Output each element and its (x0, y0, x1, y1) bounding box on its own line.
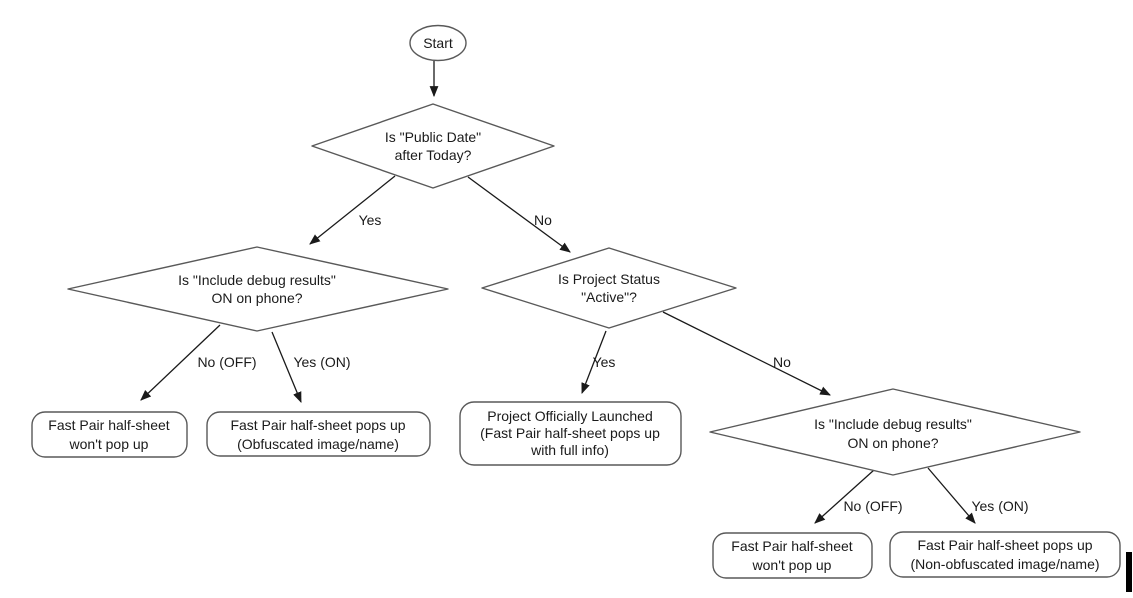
edge-label-no-off-right: No (OFF) (843, 498, 902, 514)
edge-label-no-mid: No (534, 212, 552, 228)
result-wont-pop-up-left-line2: won't pop up (69, 436, 149, 452)
result-wont-pop-up-right-line2: won't pop up (752, 557, 832, 573)
edge-debug-left-no-off: No (OFF) (140, 324, 257, 401)
result-obfuscated: Fast Pair half-sheet pops up (Obfuscated… (206, 411, 431, 457)
edge-debug-right-yes-on: Yes (ON) (927, 467, 1029, 524)
edge-label-no-off-left: No (OFF) (197, 354, 256, 370)
edge-project-status-no: No (662, 311, 831, 396)
edge-label-yes-on-right: Yes (ON) (971, 498, 1028, 514)
decision-public-date-line1: Is "Public Date" (385, 129, 481, 145)
start-label: Start (423, 35, 453, 51)
result-wont-pop-up-right-line1: Fast Pair half-sheet (731, 538, 852, 554)
decision-debug-right: Is "Include debug results" ON on phone? (709, 388, 1081, 476)
decision-project-status-line2: "Active"? (581, 289, 637, 305)
edge-label-yes-on-left: Yes (ON) (293, 354, 350, 370)
edge-debug-left-yes-on: Yes (ON) (271, 331, 351, 404)
decision-public-date-line2: after Today? (395, 147, 472, 163)
decision-debug-left-line2: ON on phone? (211, 290, 302, 306)
edge-label-yes-left: Yes (359, 212, 382, 228)
decision-debug-right-line1: Is "Include debug results" (814, 416, 972, 432)
start-node: Start (409, 24, 467, 62)
result-launched-line3: with full info) (530, 442, 609, 458)
result-non-obfuscated: Fast Pair half-sheet pops up (Non-obfusc… (889, 531, 1121, 578)
result-obfuscated-line2: (Obfuscated image/name) (237, 436, 399, 452)
result-launched-line1: Project Officially Launched (487, 408, 653, 424)
decision-debug-right-line2: ON on phone? (847, 435, 938, 451)
decision-debug-left-line1: Is "Include debug results" (178, 272, 336, 288)
decision-debug-left: Is "Include debug results" ON on phone? (67, 246, 449, 332)
result-wont-pop-up-left: Fast Pair half-sheet won't pop up (31, 411, 188, 458)
decision-project-status: Is Project Status "Active"? (481, 247, 737, 329)
result-launched-line2: (Fast Pair half-sheet pops up (480, 425, 660, 441)
result-wont-pop-up-left-line1: Fast Pair half-sheet (48, 417, 169, 433)
edge-public-date-yes: Yes (309, 175, 396, 245)
result-launched: Project Officially Launched (Fast Pair h… (459, 401, 682, 466)
edge-project-status-yes: Yes (581, 330, 616, 395)
result-wont-pop-up-right: Fast Pair half-sheet won't pop up (712, 532, 873, 579)
decision-project-status-line1: Is Project Status (558, 271, 660, 287)
result-non-obfuscated-line1: Fast Pair half-sheet pops up (917, 537, 1092, 553)
edge-label-no-right: No (773, 354, 791, 370)
edge-public-date-no: No (467, 176, 571, 253)
edge-label-yes-mid: Yes (593, 354, 616, 370)
text-cursor-artifact (1126, 552, 1132, 592)
result-obfuscated-line1: Fast Pair half-sheet pops up (230, 417, 405, 433)
result-non-obfuscated-line2: (Non-obfuscated image/name) (910, 556, 1099, 572)
decision-public-date: Is "Public Date" after Today? (311, 103, 555, 189)
edge-debug-right-no-off: No (OFF) (814, 469, 903, 524)
